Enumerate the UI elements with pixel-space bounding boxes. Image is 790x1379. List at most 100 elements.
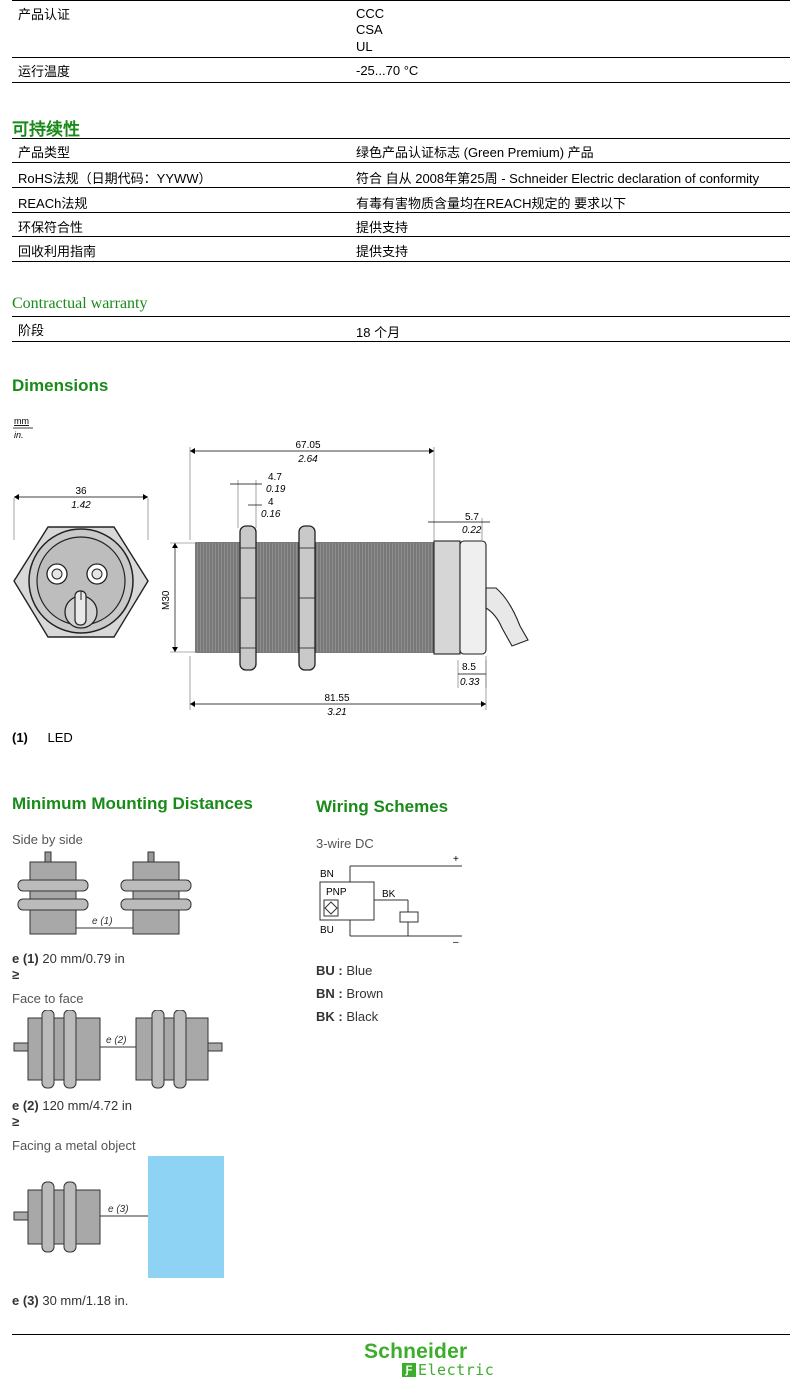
wiring-subtitle: 3-wire DC bbox=[316, 836, 374, 851]
gte-sign: ≥ bbox=[12, 1114, 20, 1129]
row-value: CSA bbox=[356, 22, 383, 37]
row-key: 阶段 bbox=[18, 323, 45, 338]
e1-label: e (1) bbox=[92, 916, 113, 927]
dim-5-7-in: 0.22 bbox=[462, 525, 482, 536]
dim-4-in: 0.16 bbox=[261, 509, 281, 520]
side-note: e (1) 20 mm/0.79 in bbox=[12, 951, 125, 966]
row-key: RoHS法规（日期代码：YYWW） bbox=[18, 171, 212, 186]
dim-67-05: 67.05 bbox=[295, 440, 320, 451]
section-rule bbox=[12, 316, 790, 317]
dimensions-footnote: (1) LED bbox=[12, 730, 73, 745]
logo-brand-bottom: Electric bbox=[418, 1361, 495, 1379]
row-value: 符合 自从 2008年第25周 - Schneider Electric dec… bbox=[356, 171, 760, 186]
dim-8-5: 8.5 bbox=[462, 662, 476, 673]
side-view: 67.05 2.64 4.7 0.19 4 0.16 5.7 0.22 M30 bbox=[161, 440, 529, 718]
face-to-face-label: Face to face bbox=[12, 991, 84, 1006]
row-key: 运行温度 bbox=[18, 64, 71, 79]
dim-36: 36 bbox=[75, 486, 87, 497]
dimensions-drawing: mm in. 36 1.42 67.05 2.64 4.7 bbox=[13, 416, 529, 718]
bu-label: BU bbox=[320, 925, 334, 936]
row-key: 环保符合性 bbox=[18, 220, 84, 235]
legend-item: BK : Black bbox=[316, 1009, 383, 1032]
legend-item: BU : Blue bbox=[316, 963, 383, 986]
unit-mm: mm bbox=[14, 416, 29, 426]
warranty-table: 阶段 18 个月 bbox=[12, 316, 790, 342]
section-rule bbox=[12, 138, 790, 139]
row-key: 回收利用指南 bbox=[18, 244, 97, 259]
logo-mark-icon: Ƒ bbox=[402, 1363, 416, 1377]
bk-label: BK bbox=[382, 889, 396, 900]
dim-36-in: 1.42 bbox=[71, 500, 91, 511]
dim-8-5-in: 0.33 bbox=[460, 677, 480, 688]
note-code: e (2) bbox=[12, 1098, 39, 1113]
wiring-legend: BU : Blue BN : Brown BK : Black bbox=[316, 963, 383, 1032]
pnp-label: PNP bbox=[326, 887, 347, 898]
dim-5-7: 5.7 bbox=[465, 512, 479, 523]
plus-sign: + bbox=[453, 854, 459, 865]
row-value: CCC bbox=[356, 6, 385, 21]
legend-sep: : bbox=[334, 986, 347, 1001]
face-to-face-drawing: e (2) bbox=[13, 1010, 223, 1089]
e2-label: e (2) bbox=[106, 1035, 127, 1046]
metal-note: e (3) 30 mm/1.18 in. bbox=[12, 1293, 128, 1308]
logo-brand-top: Schneider bbox=[364, 1340, 468, 1363]
minus-sign: – bbox=[453, 937, 459, 948]
legend-sep: : bbox=[334, 963, 347, 978]
legend-item: BN : Brown bbox=[316, 986, 383, 1009]
legend-code: BU bbox=[316, 963, 335, 978]
note-value: 120 mm/4.72 in bbox=[38, 1098, 132, 1113]
row-value: 提供支持 bbox=[356, 244, 409, 259]
gte-sign: ≥ bbox=[12, 967, 20, 982]
row-value: -25...70 °C bbox=[356, 63, 419, 78]
section-title-wiring: Wiring Schemes bbox=[316, 797, 449, 816]
front-view: 36 1.42 bbox=[13, 486, 149, 638]
dim-4: 4 bbox=[268, 497, 274, 508]
table-row: 产品类型 绿色产品认证标志 (Green Premium) 产品 bbox=[12, 138, 790, 163]
table-row: REACh法规 有毒有害物质含量均在REACH规定的 要求以下 bbox=[12, 188, 790, 213]
row-key: 产品认证 bbox=[18, 7, 71, 22]
note-code: e (1) bbox=[12, 951, 39, 966]
wiring-diagram: BN BU BK + – PNP bbox=[319, 854, 462, 948]
certification-table: 产品认证 CCC CSA UL 运行温度 -25...70 °C bbox=[12, 0, 790, 83]
side-by-side-drawing: e (1) bbox=[17, 851, 192, 935]
bn-label: BN bbox=[320, 869, 334, 880]
table-row: 回收利用指南 提供支持 bbox=[12, 237, 790, 262]
table-top-rule bbox=[12, 0, 790, 1]
row-value: 提供支持 bbox=[356, 220, 409, 235]
table-row: 阶段 18 个月 bbox=[12, 316, 790, 342]
schneider-logo: Schneider Ƒ Electric bbox=[364, 1341, 504, 1379]
footer-rule bbox=[12, 1334, 790, 1335]
section-title-warranty: Contractual warranty bbox=[12, 295, 148, 312]
section-title-mounting: Minimum Mounting Distances bbox=[12, 794, 253, 813]
footnote-text: LED bbox=[47, 730, 73, 745]
legend-text: Brown bbox=[346, 986, 384, 1001]
section-title-dimensions: Dimensions bbox=[12, 376, 109, 395]
note-code: e (3) bbox=[12, 1293, 39, 1308]
footnote-number: (1) bbox=[12, 730, 28, 745]
e3-label: e (3) bbox=[108, 1204, 129, 1215]
legend-text: Blue bbox=[346, 963, 373, 978]
table-row: RoHS法规（日期代码：YYWW） 符合 自从 2008年第25周 - Schn… bbox=[12, 163, 790, 188]
legend-code: BN bbox=[316, 986, 335, 1001]
row-key: REACh法规 bbox=[18, 196, 88, 211]
dim-67-05-in: 2.64 bbox=[297, 454, 318, 465]
legend-sep: : bbox=[334, 1009, 347, 1024]
facing-metal-label: Facing a metal object bbox=[12, 1138, 136, 1153]
row-key: 产品类型 bbox=[18, 145, 71, 160]
note-value: 20 mm/0.79 in bbox=[38, 951, 125, 966]
facing-metal-drawing: e (3) bbox=[13, 1156, 224, 1278]
note-value: 30 mm/1.18 in. bbox=[38, 1293, 129, 1308]
section-title-sustainability: 可持续性 bbox=[12, 120, 80, 139]
dim-81-55-in: 3.21 bbox=[327, 707, 346, 718]
face-note: e (2) 120 mm/4.72 in bbox=[12, 1098, 132, 1113]
metal-object bbox=[148, 1156, 224, 1278]
sustainability-table: 产品类型 绿色产品认证标志 (Green Premium) 产品 RoHS法规（… bbox=[12, 138, 790, 262]
row-value: 绿色产品认证标志 (Green Premium) 产品 bbox=[356, 145, 594, 160]
side-by-side-label: Side by side bbox=[12, 832, 83, 847]
row-value: 18 个月 bbox=[356, 325, 401, 340]
dim-4-7-in: 0.19 bbox=[266, 484, 286, 495]
legend-text: Black bbox=[346, 1009, 379, 1024]
table-row: 运行温度 -25...70 °C bbox=[12, 58, 790, 83]
legend-code: BK bbox=[316, 1009, 335, 1024]
unit-in: in. bbox=[14, 430, 24, 440]
